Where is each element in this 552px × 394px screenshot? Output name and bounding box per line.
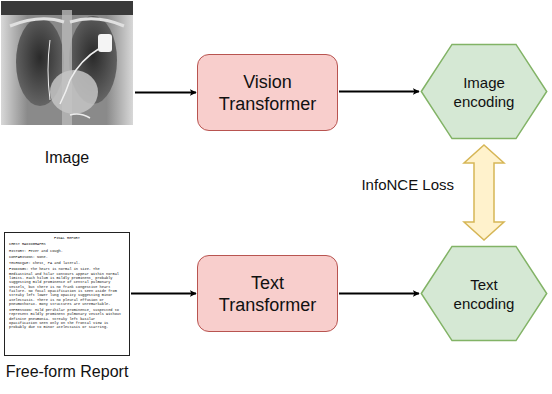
report-page: FINAL REPORT CHEST RADIOGRAPHS HISTORY: Fe…: [4, 232, 130, 356]
arrow-connector: [339, 91, 419, 93]
hexagon-node: Text encoding: [420, 245, 548, 342]
process-box: Vision Transformer: [197, 54, 338, 131]
report-text: CHEST RADIOGRAPHS: [9, 242, 125, 246]
report-text: IMPRESSION: Mild perihilar prominence, s…: [9, 308, 125, 329]
report-text: FINDINGS: The heart is normal in size. T…: [9, 267, 125, 306]
image-caption: Image: [0, 148, 134, 168]
arrow-connector: [131, 293, 196, 295]
image-node: Image: [0, 0, 134, 172]
node-label: Text Transformer: [198, 272, 337, 316]
report-text: COMPARISONS: None.: [9, 255, 125, 259]
report-text: TECHNIQUE: Chest, PA and lateral.: [9, 261, 125, 265]
arrow-connector: [339, 293, 419, 295]
hexagon-node: Image encoding: [420, 43, 548, 140]
node-label: Text encoding: [442, 275, 526, 313]
report-text: FINAL REPORT: [9, 236, 125, 240]
report-document: FINAL REPORT CHEST RADIOGRAPHS HISTORY: Fe…: [4, 232, 130, 384]
node-label: Vision Transformer: [198, 71, 337, 115]
hexagon-outline: [420, 43, 548, 140]
edge-label: InfoNCE Loss: [359, 175, 456, 194]
xray-image: [1, 1, 133, 125]
node-label: Image encoding: [442, 73, 526, 111]
arrow-connector: [135, 92, 196, 94]
report-text: HISTORY: Fever and cough.: [9, 249, 125, 253]
process-box: Text Transformer: [197, 255, 338, 332]
hexagon-outline: [420, 245, 548, 342]
report-caption: Free-form Report: [4, 362, 130, 382]
loss-arrow: [464, 145, 504, 240]
